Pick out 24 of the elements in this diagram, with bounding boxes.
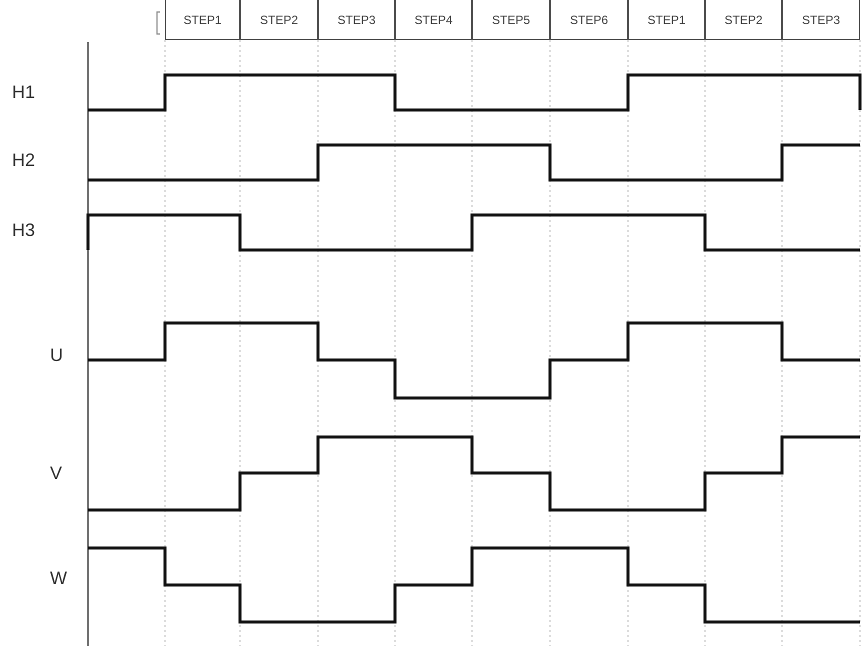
step-label: STEP3 xyxy=(337,12,376,26)
signal-label: H3 xyxy=(12,220,36,241)
step-label: STEP1 xyxy=(647,12,686,26)
step-header-cell xyxy=(628,0,705,40)
step-header-cell xyxy=(550,0,628,40)
step-label: STEP4 xyxy=(414,12,452,26)
step-label: STEP6 xyxy=(570,12,608,26)
step-header-cell xyxy=(395,0,472,40)
signal-label: H1 xyxy=(12,82,36,103)
step-header-cell xyxy=(165,0,240,40)
signal-label: W xyxy=(50,568,67,589)
step-header-cell xyxy=(240,0,318,40)
step-header-cell xyxy=(782,0,860,40)
step-header-cell xyxy=(318,0,395,40)
step-label: STEP5 xyxy=(492,12,530,26)
step-header-cell xyxy=(472,0,550,40)
step-label: STEP3 xyxy=(802,12,840,26)
step-label: STEP1 xyxy=(183,12,222,26)
step-label: STEP2 xyxy=(260,12,298,26)
signal-label: H2 xyxy=(12,150,36,171)
step-label: STEP2 xyxy=(724,12,762,26)
step-header-cell xyxy=(705,0,782,40)
signal-label: U xyxy=(50,345,63,366)
signal-label: V xyxy=(50,463,62,484)
